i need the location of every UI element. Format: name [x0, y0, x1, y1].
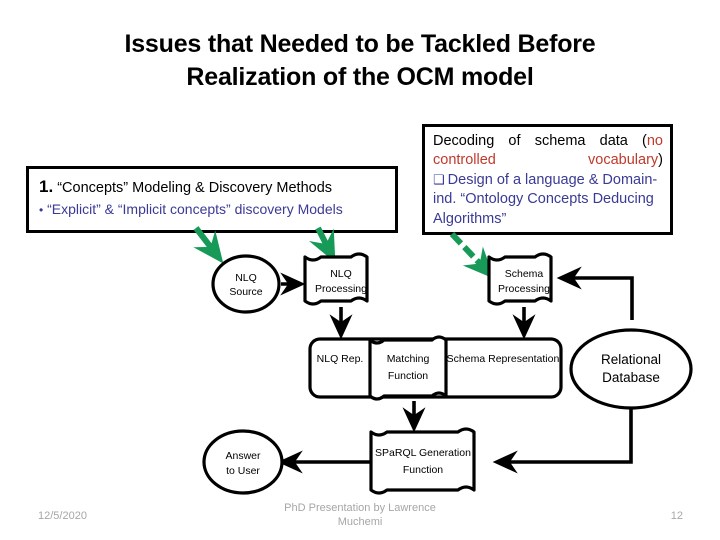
node-matching-function-label-2: Function [388, 370, 428, 382]
page-title: Issues that Needed to be Tackled Before … [30, 28, 690, 94]
arrow-database-to-sparql [492, 408, 633, 474]
node-sparql-generation-label-2: Function [403, 464, 443, 476]
node-nlq-processing-label-1: NLQ [330, 268, 352, 280]
node-matching-band: NLQ Rep. Matching Function Schema Repres… [308, 335, 563, 401]
node-sparql-generation-label-1: SPaRQL Generation [375, 447, 471, 459]
footer-center-line-2: Muchemi [337, 516, 383, 529]
node-nlq-source: NLQ Source [211, 254, 281, 314]
footer-presentation-title: PhD Presentation by Lawrence Muchemi [240, 501, 480, 529]
node-sparql-generation: SPaRQL Generation Function [369, 427, 476, 495]
arrow-database-to-schema-processing [556, 266, 634, 320]
callout-right-line-1: Decoding of schema data (no controlled v… [433, 132, 663, 171]
node-relational-database: Relational Database [569, 328, 693, 410]
callout-left-text-1: “Concepts” Modeling & Discovery Methods [57, 180, 333, 196]
schema-decoding-callout: Decoding of schema data (no controlled v… [422, 124, 673, 235]
callout-left-item-number: 1. [39, 177, 54, 196]
footer-page-number: 12 [670, 510, 683, 522]
node-relational-database-label-1: Relational [601, 352, 661, 367]
node-matching-function-shape [368, 335, 448, 401]
node-answer-to-user-label-2: to User [226, 465, 260, 477]
node-schema-processing-label-1: Schema [505, 268, 544, 280]
node-answer-to-user-label-1: Answer [225, 450, 261, 462]
concepts-modeling-callout: 1. “Concepts” Modeling & Discovery Metho… [26, 166, 398, 233]
node-schema-processing: Schema Processing [487, 252, 553, 306]
callout-right-text-red: no controlled vocabulary [433, 133, 663, 169]
footer-center-line-1: PhD Presentation by Lawrence [284, 502, 436, 514]
green-arrow-to-schema-processing [449, 231, 495, 279]
callout-right-text-a: Decoding of schema data ( [433, 133, 647, 149]
callout-right-line-2: ❑Design of a language & Domain- ind. “On… [433, 171, 663, 229]
node-nlq-source-label-1: NLQ [235, 272, 257, 284]
node-schema-processing-label-2: Processing [498, 283, 550, 295]
callout-left-line-2: • “Explicit” & “Implicit concepts” disco… [39, 200, 387, 219]
callout-left-text-2: “Explicit” & “Implicit concepts” discove… [47, 200, 343, 217]
bullet-dot-icon: • [39, 202, 44, 217]
node-relational-database-label-2: Database [602, 370, 660, 385]
node-nlq-rep-label: NLQ Rep. [317, 353, 364, 365]
callout-right-text-c: ) [658, 152, 663, 169]
node-nlq-source-label-2: Source [229, 286, 262, 298]
node-matching-function-label-1: Matching [387, 353, 430, 365]
node-schema-representation-label: Schema Representation [447, 353, 560, 365]
node-nlq-processing: NLQ Processing [303, 252, 369, 306]
node-answer-to-user: Answer to User [202, 429, 284, 495]
page-title-line-1: Issues that Needed to be Tackled Before [124, 30, 596, 58]
callout-right-text-2: Design of a language & Domain- ind. “Ont… [433, 171, 658, 227]
callout-left-line-1: 1. “Concepts” Modeling & Discovery Metho… [39, 175, 387, 199]
bullet-square-icon: ❑ [433, 172, 445, 188]
footer-date: 12/5/2020 [38, 510, 87, 522]
node-nlq-processing-label-2: Processing [315, 283, 367, 295]
page-title-line-2: Realization of the OCM model [186, 63, 534, 91]
